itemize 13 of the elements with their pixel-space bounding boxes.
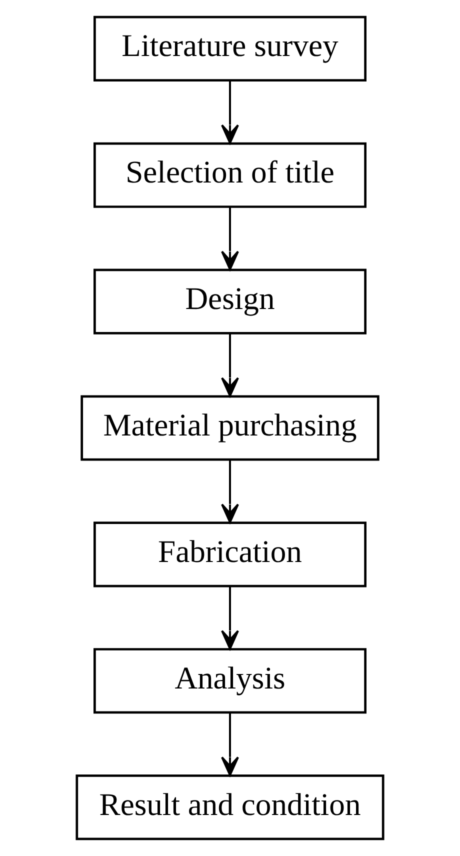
node-box: Fabrication: [94, 522, 366, 588]
arrow: [221, 333, 239, 397]
node-box: Material purchasing: [80, 395, 380, 461]
node-box: Result and condition: [76, 774, 384, 840]
arrow: [221, 712, 239, 776]
node-box: Design: [94, 268, 366, 334]
node-box: Selection of title: [94, 142, 366, 208]
arrow: [221, 80, 239, 144]
node-box: Literature survey: [94, 16, 366, 82]
arrow: [221, 206, 239, 270]
arrow: [221, 586, 239, 650]
node-box: Analysis: [94, 648, 366, 714]
arrow: [221, 460, 239, 524]
